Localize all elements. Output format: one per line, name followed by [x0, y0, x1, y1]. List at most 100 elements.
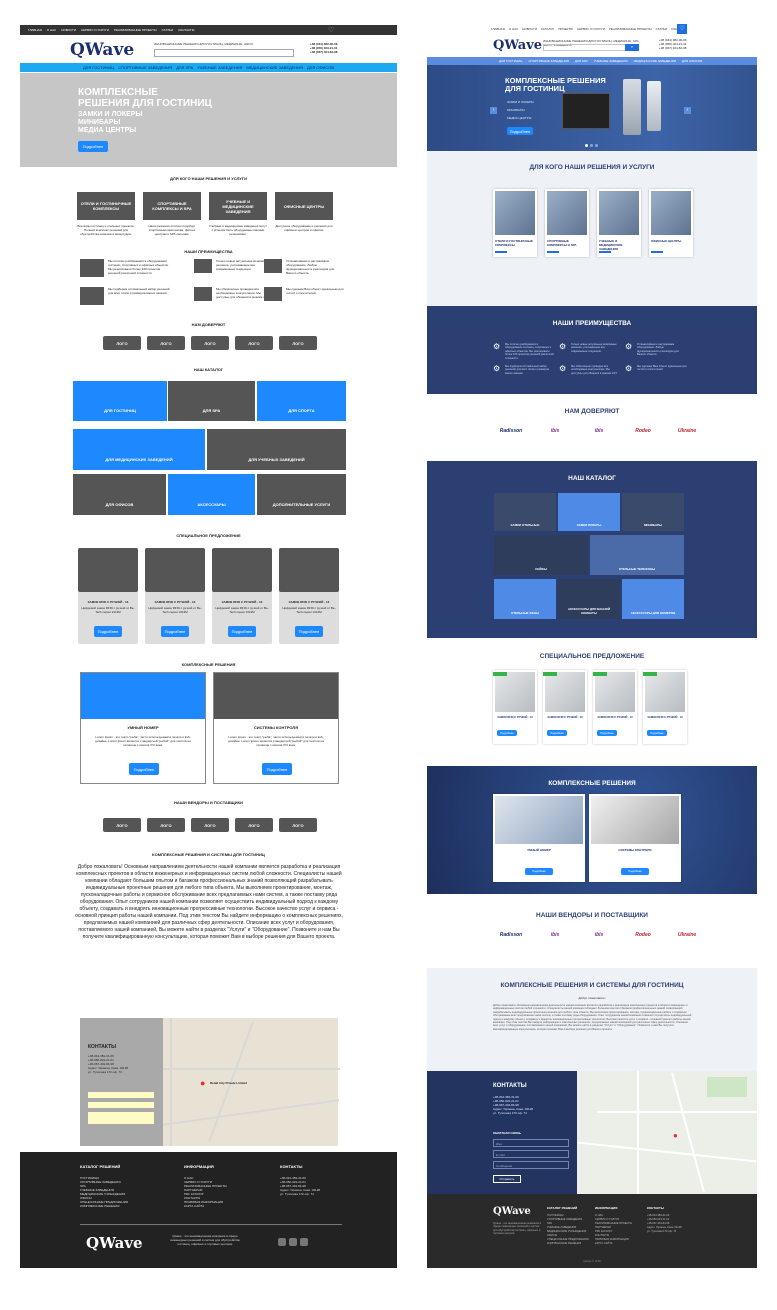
product-more-button[interactable]: Подробнее [547, 730, 567, 736]
catalog-tile[interactable]: ДЛЯ УЧЕБНЫХ ЗАВЕДЕНИЙ [206, 428, 347, 471]
product-image[interactable] [279, 548, 339, 592]
complex-name[interactable]: СИСТЕМЫ КОНТРОЛЯ [253, 725, 299, 730]
category-nav-item[interactable]: ДЛЯ SPA [574, 59, 588, 63]
complex-image[interactable] [495, 796, 583, 844]
for-whom-card[interactable]: СПОРТИВНЫЕ КОМПЛЕКСЫ И SPA [545, 189, 589, 257]
vendor-logo[interactable]: Radisson [499, 932, 523, 938]
vendor-logo[interactable]: ЛОГО [147, 818, 185, 832]
top-nav-item[interactable]: СЕРВИС И УСЛУГИ [576, 27, 605, 31]
footer-link[interactable]: ПРАВОВАЯ ИНФОРМАЦИЯ [595, 1238, 629, 1241]
footer-link[interactable]: PDF КАТАЛОГ [184, 1192, 205, 1196]
catalog-tile[interactable]: АКСЕССУАРЫ ДЛЯ НОМЕРОВ [621, 578, 685, 620]
footer-link[interactable]: МЕДИЦИНСКИЕ УЧРЕЖДЕНИЯ [547, 1230, 587, 1233]
category-nav-item[interactable]: ДЛЯ SPA [176, 65, 194, 70]
catalog-tile[interactable]: АКСЕССУАРЫ [167, 473, 256, 516]
feedback-field[interactable]: Имя [493, 1139, 569, 1147]
category-nav-item[interactable]: ДЛЯ ОФИСОВ [682, 59, 703, 63]
footer-link[interactable]: СПОРТИВНЫЕ ЗАВЕДЕНИЯ [80, 1180, 121, 1184]
trust-logo[interactable]: Rodeo [635, 428, 651, 434]
vendor-logo[interactable]: ibis [550, 932, 560, 938]
vendor-logo[interactable]: ЛОГО [235, 818, 273, 832]
footer-link[interactable]: КАРТА САЙТА [595, 1242, 613, 1245]
footer-link[interactable]: РЕАЛИЗОВАННЫЕ ПРОЕКТЫ [184, 1184, 227, 1188]
top-nav-item[interactable]: ГЛАВНАЯ [28, 28, 42, 32]
map[interactable]: ● [577, 1071, 757, 1194]
email-input[interactable] [88, 1102, 154, 1108]
catalog-tile[interactable]: МИНИБАРЫ [621, 492, 685, 532]
catalog-tile[interactable]: ОТЕЛЬНЫЕ ФЕНЫ [493, 578, 557, 620]
product-more-button[interactable]: Подробнее [295, 626, 323, 637]
for-whom-card[interactable]: УЧЕБНЫЕ И МЕДИЦИНСКИЕ ЗАВЕДЕНИЯ [597, 189, 641, 257]
trust-logo[interactable]: Ukraine [677, 428, 697, 434]
catalog-tile[interactable]: ДОПОЛНИТЕЛЬНЫЕ УСЛУГИ [256, 473, 347, 516]
for-whom-card[interactable]: ОТЕЛИ И ГОСТИНИЧНЫЕ КОМПЛЕКСЫ [77, 192, 135, 220]
footer-link[interactable]: МЕДИЦИНСКИЕ УЧРЕЖДЕНИЯ [80, 1192, 126, 1196]
vendor-logo[interactable]: Rodeo [635, 932, 651, 938]
top-nav-item[interactable]: СТАТЬИ [161, 28, 174, 32]
social-icon-3[interactable] [300, 1238, 308, 1246]
brand-logo[interactable]: QWave [70, 40, 135, 60]
category-nav-item[interactable]: СПОРТИВНЫЕ ЗАВЕДЕНИЯ [528, 59, 569, 63]
category-nav-item[interactable]: ДЛЯ ГОСТИНИЦ [499, 59, 523, 63]
footer-link[interactable]: РЕАЛИЗОВАННЫЕ ПРОЕКТЫ [595, 1222, 632, 1225]
social-icon-2[interactable] [289, 1238, 297, 1246]
catalog-tile[interactable]: ДЛЯ ОФИСОВ [72, 473, 167, 516]
map-pin-icon[interactable]: ● [200, 1078, 206, 1088]
message-input[interactable] [88, 1112, 154, 1124]
category-nav-item[interactable]: ДЛЯ ОФИСОВ [307, 65, 334, 70]
footer-link[interactable]: СЕРВИС И УСЛУГИ [184, 1180, 212, 1184]
for-whom-card[interactable]: ОФИСНЫЕ ЦЕНТРЫ [275, 192, 333, 220]
vendor-logo[interactable]: ibis [594, 932, 604, 938]
complex-name[interactable]: СИСТЕМЫ КОНТРОЛЯ [618, 848, 652, 852]
footer-link[interactable]: КОНТАКТЫ [184, 1196, 201, 1200]
product-image[interactable] [145, 548, 205, 592]
complex-more-button[interactable]: Подробнее [621, 868, 649, 875]
trust-logo[interactable]: ЛОГО [103, 336, 141, 350]
product-image[interactable] [645, 672, 685, 712]
complex-name[interactable]: УМНЫЙ НОМЕР [127, 725, 159, 730]
vendor-logo[interactable]: ЛОГО [279, 818, 317, 832]
footer-link[interactable]: ПРАВОВАЯ ИНФОРМАЦИЯ [184, 1200, 224, 1204]
category-nav-item[interactable]: МЕДИЦИНСКИЕ ЗАВЕДЕНИЯ [633, 59, 677, 63]
top-nav-item[interactable]: О НАС [46, 28, 57, 32]
footer-link[interactable]: ГОСТИНИЦЫ [80, 1176, 100, 1180]
complex-image[interactable] [81, 673, 205, 719]
vendor-logo[interactable]: Ukraine [677, 932, 697, 938]
trust-logo[interactable]: ЛОГО [147, 336, 185, 350]
hero-more-button[interactable]: Подробнее [78, 141, 108, 152]
category-nav-item[interactable]: ДЛЯ ГОСТИНИЦ [82, 65, 115, 70]
footer-link[interactable]: СПОРТИВНЫЕ ЗАВЕДЕНИЯ [547, 1218, 583, 1221]
catalog-tile[interactable]: ДЛЯ СПОРТА [256, 380, 347, 422]
footer-link[interactable]: О НАС [595, 1214, 604, 1217]
product-image[interactable] [78, 548, 138, 592]
product-more-button[interactable]: Подробнее [647, 730, 667, 736]
product-image[interactable] [595, 672, 635, 712]
social-icon-1[interactable] [278, 1238, 286, 1246]
catalog-tile[interactable]: ДЛЯ ГОСТИНИЦ [72, 380, 168, 422]
slider-dot[interactable] [590, 144, 593, 147]
product-more-button[interactable]: Подробнее [228, 626, 256, 637]
product-name[interactable]: ЗАМОК RFID С РУЧКОЙ - 13 [154, 600, 196, 604]
top-nav-item[interactable]: О НАС [508, 27, 519, 31]
name-input[interactable] [88, 1092, 154, 1098]
trust-logo[interactable]: ibis [550, 428, 560, 434]
slider-dot[interactable] [585, 144, 588, 147]
top-nav-item[interactable]: СТАТЬИ [655, 27, 668, 31]
product-name[interactable]: ЗАМОК RFID С РУЧКОЙ - 13 [288, 600, 330, 604]
footer-link[interactable]: ПАРТНЕРАМ [184, 1188, 203, 1192]
product-more-button[interactable]: Подробнее [94, 626, 122, 637]
category-nav-item[interactable]: СПОРТИВНЫЕ ЗАВЕДЕНИЯ [118, 65, 173, 70]
top-nav-item[interactable]: НОВОСТИ [522, 27, 537, 31]
product-image[interactable] [495, 672, 535, 712]
catalog-tile[interactable]: ДЛЯ SPA [167, 380, 256, 422]
feedback-field[interactable]: E-mail [493, 1150, 569, 1158]
product-image[interactable] [545, 672, 585, 712]
footer-link[interactable]: УЧЕБНЫЕ ЗАВЕДЕНИЯ [547, 1226, 577, 1229]
search-input[interactable] [154, 49, 294, 57]
complex-image[interactable] [214, 673, 338, 719]
catalog-tile[interactable]: ЗАМКИ ОТЕЛЬНЫЕ [493, 492, 557, 532]
product-name[interactable]: ЗАМОК RFID С РУЧКОЙ - 13 [497, 716, 533, 719]
footer-link[interactable]: КОМПЛЕКСНЫЕ РЕШЕНИЯ [547, 1242, 582, 1245]
complex-more-button[interactable]: Подробнее [525, 868, 553, 875]
slider-next-icon[interactable]: › [684, 107, 691, 114]
